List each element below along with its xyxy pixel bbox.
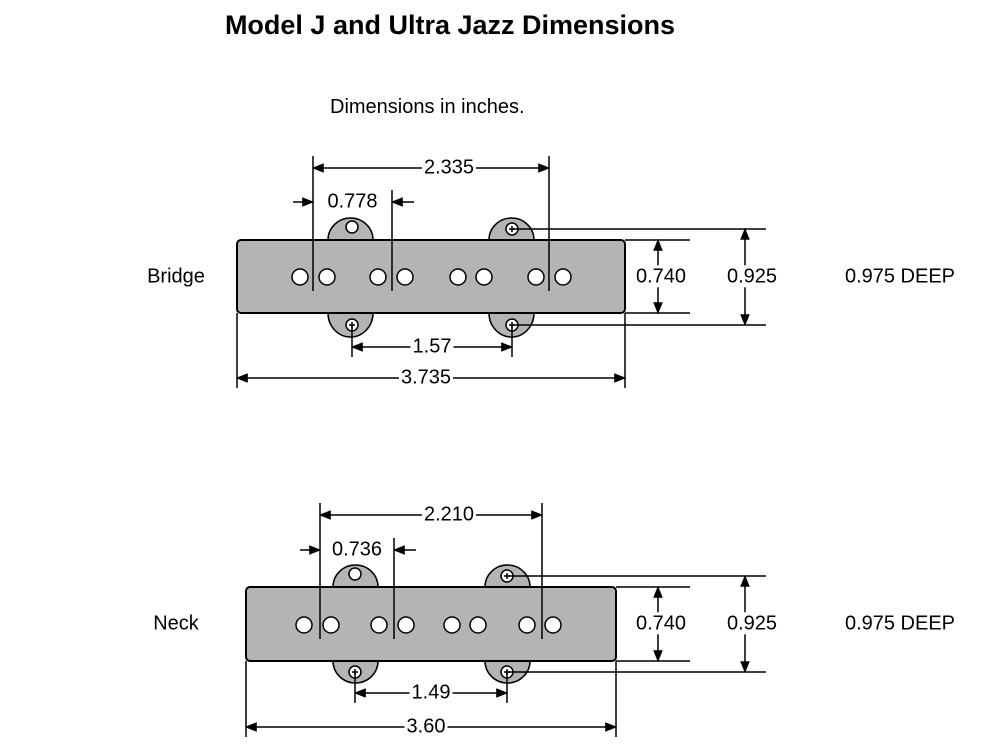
label-background xyxy=(325,190,380,213)
pole-piece xyxy=(295,616,313,634)
label-background xyxy=(410,335,454,358)
label-background xyxy=(409,681,453,704)
screw-hole xyxy=(345,220,359,234)
depth-label: 0.975 DEEP xyxy=(845,265,955,287)
pole-pair-spacing-label: 0.778 xyxy=(327,190,377,212)
label-background xyxy=(398,366,454,389)
pole-piece xyxy=(443,616,461,634)
overall-width-label: 0.925 xyxy=(727,612,777,634)
screw-spacing-label: 1.49 xyxy=(412,681,451,703)
label-background xyxy=(151,612,202,635)
pole-piece xyxy=(318,268,336,286)
pole-piece xyxy=(370,616,388,634)
pole-piece xyxy=(518,616,536,634)
label-background xyxy=(404,715,448,738)
pole-piece xyxy=(469,616,487,634)
pole-pair-spacing-label: 0.736 xyxy=(332,538,382,560)
overall-width-label: 0.925 xyxy=(727,265,777,287)
pole-piece xyxy=(322,616,340,634)
length-label: 3.735 xyxy=(401,366,451,388)
label-background xyxy=(421,156,477,179)
label-background xyxy=(633,612,689,635)
pole-piece xyxy=(554,268,572,286)
label-background xyxy=(724,612,780,635)
depth-label: 0.975 DEEP xyxy=(845,612,955,634)
label-background xyxy=(842,265,958,288)
label-background xyxy=(633,265,689,288)
pole-piece xyxy=(396,268,414,286)
pickup-body xyxy=(245,586,617,662)
body-width-label: 0.740 xyxy=(636,612,686,634)
label-background xyxy=(145,265,207,288)
label-background xyxy=(421,503,477,526)
units-note: Dimensions in inches. xyxy=(330,96,525,118)
page-title: Model J and Ultra Jazz Dimensions xyxy=(224,10,676,40)
label-background xyxy=(724,265,780,288)
pole-piece xyxy=(527,268,545,286)
pole-piece xyxy=(544,616,562,634)
label-background xyxy=(329,538,385,561)
pole-piece xyxy=(397,616,415,634)
screw-hole xyxy=(348,567,362,581)
outer-pole-span-label: 2.335 xyxy=(424,156,474,178)
length-label: 3.60 xyxy=(407,715,446,737)
pole-piece xyxy=(475,268,493,286)
pickup-name-label: Neck xyxy=(153,612,200,634)
screw-spacing-label: 1.57 xyxy=(413,335,452,357)
pickup-body xyxy=(236,239,626,314)
outer-pole-span-label: 2.210 xyxy=(424,503,474,525)
label-background xyxy=(842,612,958,635)
body-width-label: 0.740 xyxy=(636,265,686,287)
pole-piece xyxy=(449,268,467,286)
pole-piece xyxy=(369,268,387,286)
pole-piece xyxy=(291,268,309,286)
pickup-name-label: Bridge xyxy=(147,265,205,287)
